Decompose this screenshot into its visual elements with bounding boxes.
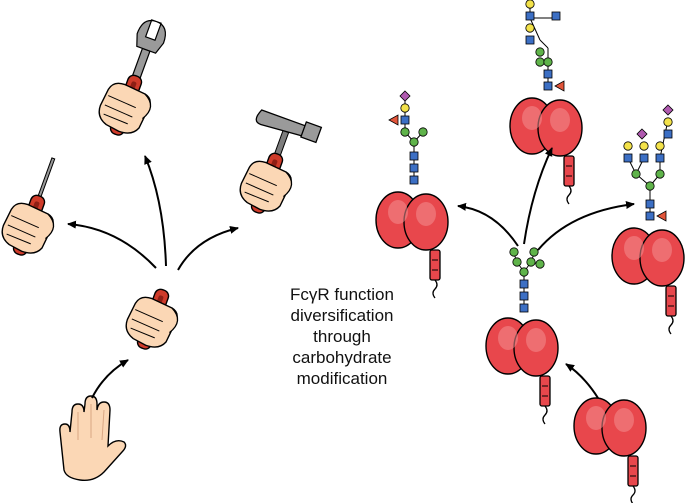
hand-holding-plain-handle-icon bbox=[120, 286, 183, 354]
caption: FcγR function diversification through ca… bbox=[262, 284, 422, 389]
open-hand-icon bbox=[59, 395, 127, 482]
arrow-to-left-receptor bbox=[457, 202, 519, 247]
arrow-to-wrench bbox=[144, 155, 167, 267]
arrow-to-hammer bbox=[177, 225, 239, 271]
hand-holding-screwdriver-icon bbox=[0, 157, 59, 260]
arrow-to-screwdriver bbox=[67, 220, 157, 269]
caption-line-2: diversification bbox=[290, 306, 394, 325]
receptor-extended-glycan-icon bbox=[509, 0, 583, 205]
hand-holding-hammer-icon bbox=[234, 109, 323, 218]
arrow-receptor-to-core bbox=[565, 363, 599, 399]
receptor-triantennary-glycan-icon bbox=[611, 104, 685, 335]
arrow-to-right-receptor bbox=[537, 201, 635, 251]
receptor-unglycosylated-icon bbox=[573, 397, 647, 503]
arrow-hand-to-handle bbox=[91, 359, 129, 399]
receptor-core-glycan-icon bbox=[485, 247, 559, 425]
arrow-to-top-receptor bbox=[523, 147, 553, 245]
receptor-fucosylated-sialylated-glycan-icon bbox=[375, 90, 449, 299]
caption-line-4: carbohydrate bbox=[292, 348, 392, 367]
caption-line-1: FcγR function bbox=[290, 285, 394, 304]
caption-line-3: through bbox=[313, 327, 371, 346]
caption-line-5: modification bbox=[296, 369, 388, 388]
hand-holding-wrench-icon bbox=[93, 19, 166, 140]
